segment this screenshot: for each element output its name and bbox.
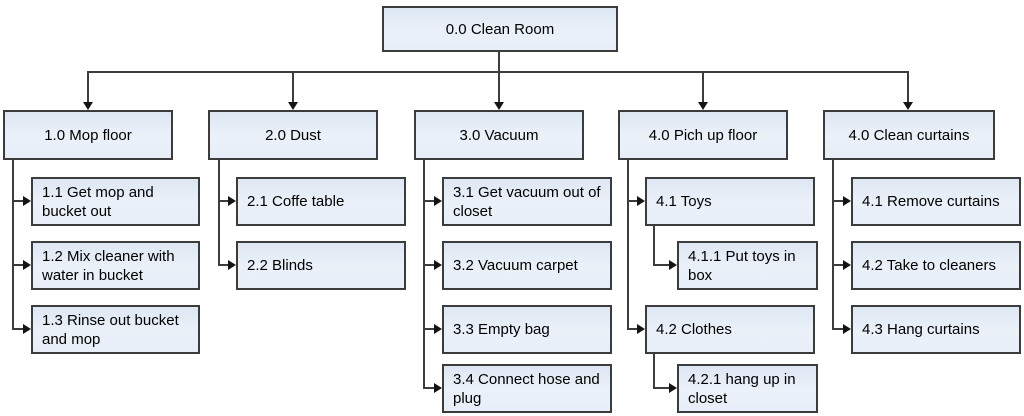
node-label: 4.1.1 Put toys in box bbox=[688, 247, 796, 284]
node-4-0-pich-up-floor: 4.0 Pich up floor bbox=[618, 110, 788, 160]
arrow-right-icon bbox=[228, 196, 236, 206]
arrow-down-icon bbox=[83, 102, 93, 110]
connector-stub bbox=[423, 328, 435, 330]
arrow-right-icon bbox=[23, 260, 31, 270]
node-label: 4.2.1 hang up in closet bbox=[688, 370, 796, 407]
connector-stub bbox=[627, 200, 638, 202]
node-label: 4.0 Clean curtains bbox=[848, 126, 970, 144]
node-label: 1.0 Mop floor bbox=[44, 126, 132, 144]
node-label: 4.1 Toys bbox=[656, 193, 712, 210]
connector-stub bbox=[218, 200, 229, 202]
connector-trunk-col2 bbox=[218, 160, 220, 266]
arrow-down-icon bbox=[903, 102, 913, 110]
connector-stub bbox=[832, 200, 844, 202]
connector-subtrunk-4-2 bbox=[653, 354, 655, 389]
node-curtains-4-2: 4.2 Take to cleaners bbox=[851, 241, 1021, 290]
node-1-3: 1.3 Rinse out bucket and mop bbox=[31, 305, 200, 354]
connector-stub bbox=[832, 264, 844, 266]
arrow-right-icon bbox=[23, 324, 31, 334]
arrow-right-icon bbox=[637, 324, 645, 334]
node-label: 1.1 Get mop and bucket out bbox=[42, 183, 154, 220]
connector-stub bbox=[423, 264, 435, 266]
arrow-right-icon bbox=[23, 196, 31, 206]
node-label: 4.0 Pich up floor bbox=[648, 126, 758, 144]
connector-subtrunk-4-1 bbox=[653, 226, 655, 266]
node-3-3: 3.3 Empty bag bbox=[442, 305, 612, 354]
node-3-4: 3.4 Connect hose and plug bbox=[442, 364, 612, 413]
connector-stub bbox=[12, 328, 24, 330]
arrow-right-icon bbox=[434, 196, 442, 206]
node-4-1-toys: 4.1 Toys bbox=[645, 177, 815, 226]
arrow-right-icon bbox=[434, 383, 442, 393]
node-label: 3.2 Vacuum carpet bbox=[453, 257, 578, 274]
node-3-1: 3.1 Get vacuum out of closet bbox=[442, 177, 612, 226]
connector-trunk-col1 bbox=[12, 160, 14, 330]
connector-bus bbox=[87, 71, 909, 73]
connector-drop-col4 bbox=[702, 72, 704, 103]
node-label: 3.3 Empty bag bbox=[453, 321, 550, 338]
connector-drop-col5 bbox=[907, 72, 909, 103]
node-4-1-1: 4.1.1 Put toys in box bbox=[677, 241, 818, 290]
connector-stub bbox=[423, 200, 435, 202]
arrow-right-icon bbox=[843, 260, 851, 270]
arrow-right-icon bbox=[637, 196, 645, 206]
arrow-right-icon bbox=[228, 260, 236, 270]
node-curtains-4-3: 4.3 Hang curtains bbox=[851, 305, 1021, 354]
arrow-right-icon bbox=[669, 383, 677, 393]
node-label: 4.3 Hang curtains bbox=[862, 321, 980, 338]
node-4-0-clean-curtains: 4.0 Clean curtains bbox=[823, 110, 995, 160]
connector-stub bbox=[832, 328, 844, 330]
node-label: 2.2 Blinds bbox=[247, 257, 313, 274]
connector-trunk-col3 bbox=[423, 160, 425, 389]
node-1-2: 1.2 Mix cleaner with water in bucket bbox=[31, 241, 200, 290]
node-curtains-4-1: 4.1 Remove curtains bbox=[851, 177, 1021, 226]
node-label: 4.2 Take to cleaners bbox=[862, 257, 996, 274]
arrow-down-icon bbox=[494, 102, 504, 110]
node-2-2: 2.2 Blinds bbox=[236, 241, 406, 290]
arrow-right-icon bbox=[843, 324, 851, 334]
node-1-0-mop-floor: 1.0 Mop floor bbox=[3, 110, 173, 160]
node-label: 3.1 Get vacuum out of closet bbox=[453, 183, 601, 220]
arrow-right-icon bbox=[843, 196, 851, 206]
node-2-0-dust: 2.0 Dust bbox=[208, 110, 378, 160]
connector-trunk-col5 bbox=[832, 160, 834, 330]
arrow-right-icon bbox=[434, 260, 442, 270]
connector-root-drop bbox=[498, 52, 500, 103]
node-label: 2.0 Dust bbox=[265, 126, 321, 144]
node-label: 4.2 Clothes bbox=[656, 321, 732, 338]
node-label: 2.1 Coffe table bbox=[247, 193, 345, 210]
connector-stub bbox=[12, 200, 24, 202]
node-4-2-1: 4.2.1 hang up in closet bbox=[677, 364, 818, 413]
node-label: 1.3 Rinse out bucket and mop bbox=[42, 311, 179, 348]
node-label: 3.0 Vacuum bbox=[459, 126, 539, 144]
connector-stub bbox=[653, 264, 670, 266]
connector-stub bbox=[627, 328, 638, 330]
node-2-1: 2.1 Coffe table bbox=[236, 177, 406, 226]
node-1-1: 1.1 Get mop and bucket out bbox=[31, 177, 200, 226]
arrow-down-icon bbox=[288, 102, 298, 110]
node-label: 0.0 Clean Room bbox=[445, 20, 555, 38]
node-3-0-vacuum: 3.0 Vacuum bbox=[414, 110, 584, 160]
connector-stub bbox=[12, 264, 24, 266]
node-root-clean-room: 0.0 Clean Room bbox=[382, 6, 618, 52]
arrow-right-icon bbox=[434, 324, 442, 334]
connector-stub bbox=[653, 387, 670, 389]
node-4-2-clothes: 4.2 Clothes bbox=[645, 305, 815, 354]
connector-stub bbox=[218, 264, 229, 266]
connector-trunk-col4 bbox=[627, 160, 629, 330]
arrow-right-icon bbox=[669, 260, 677, 270]
connector-drop-col2 bbox=[292, 72, 294, 103]
node-3-2: 3.2 Vacuum carpet bbox=[442, 241, 612, 290]
node-label: 1.2 Mix cleaner with water in bucket bbox=[42, 247, 175, 284]
node-label: 3.4 Connect hose and plug bbox=[453, 370, 600, 407]
node-label: 4.1 Remove curtains bbox=[862, 193, 1000, 210]
arrow-down-icon bbox=[698, 102, 708, 110]
connector-drop-col1 bbox=[87, 72, 89, 103]
connector-stub bbox=[423, 387, 435, 389]
